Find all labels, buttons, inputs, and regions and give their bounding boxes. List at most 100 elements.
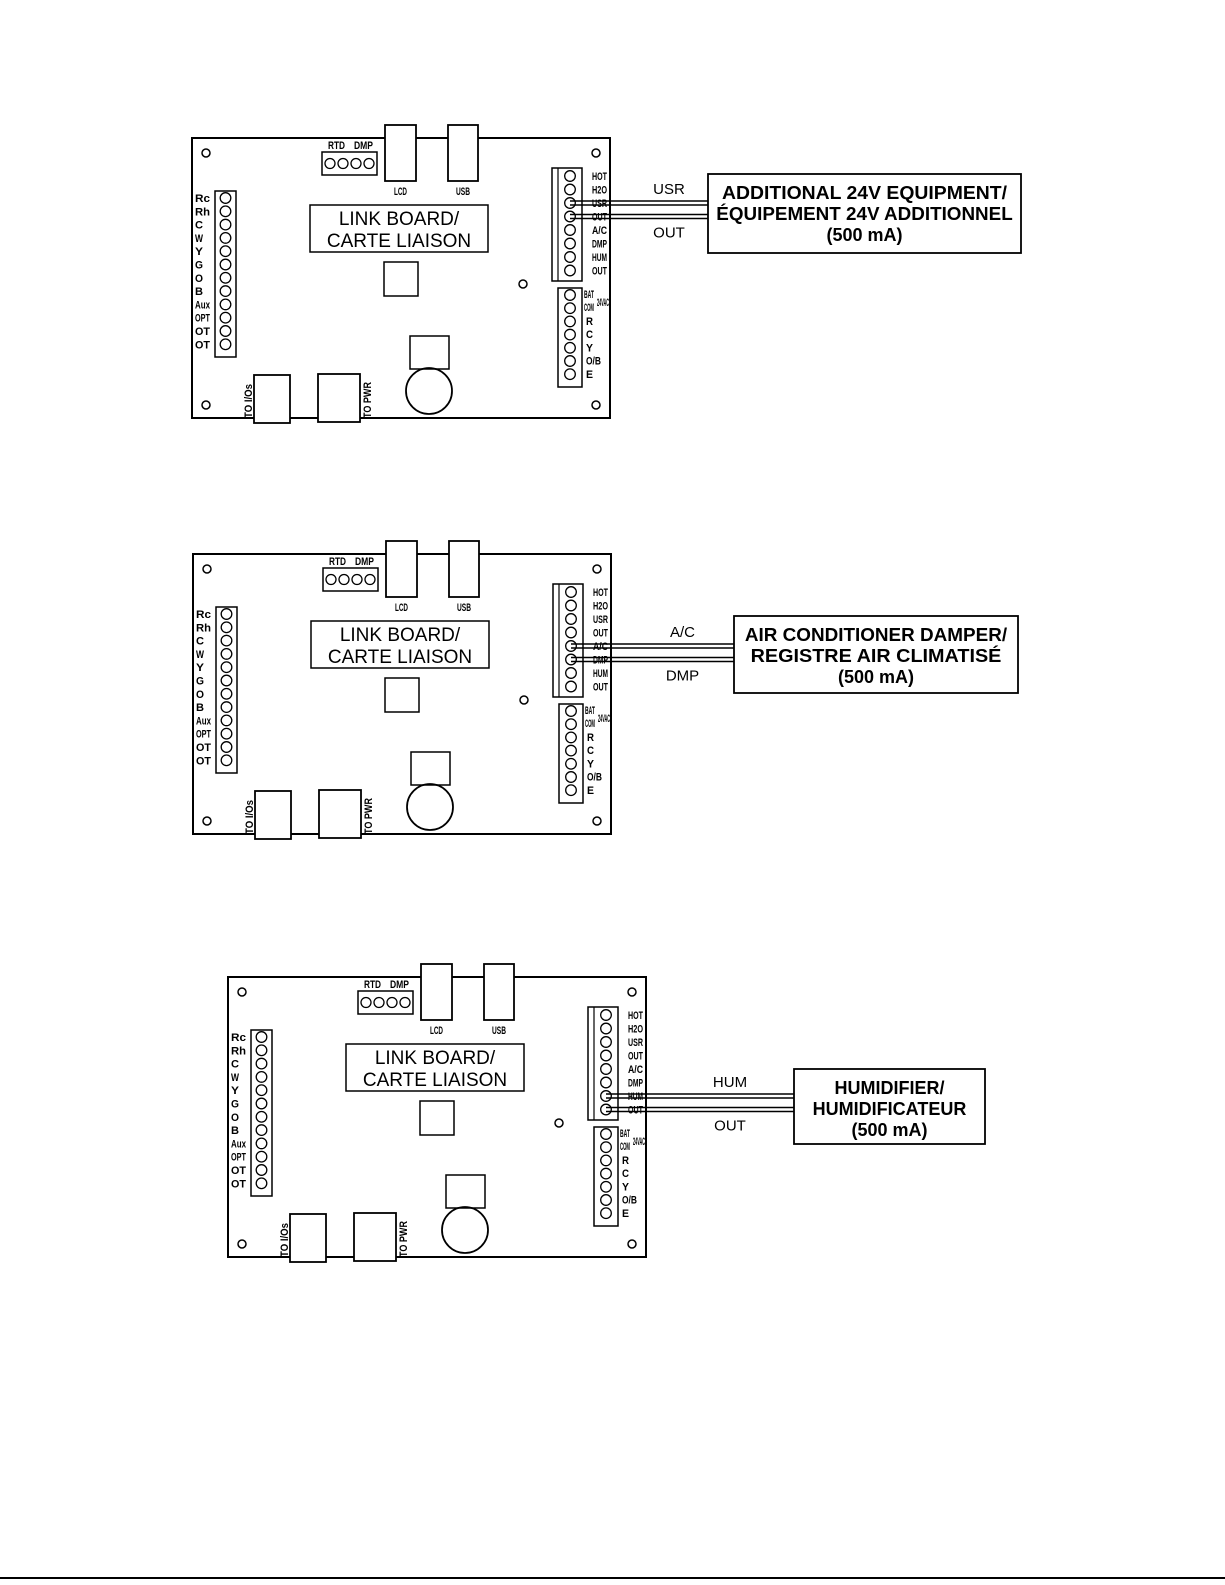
left-terminal-label: B [196,702,204,714]
rtd-dmp-connector [321,151,378,176]
device-box-3 [793,1068,986,1145]
left-terminal-label: W [231,1072,239,1084]
to-ios-label: TO I/Os [279,1223,291,1257]
right-terminal-label: A/C [628,1064,643,1076]
connector-pin [351,573,363,586]
right-lower-terminal-label: Y [622,1181,630,1193]
left-terminal-label: Aux [196,715,212,727]
dmp-header-label: DMP [354,140,373,152]
device-label-line: HUMIDIFICATEUR [813,1099,967,1119]
terminal-screw [600,1090,612,1102]
device-label-line: (500 mA) [826,225,902,245]
terminal-screw [564,170,576,182]
lcd-connector [420,963,453,1021]
board-title-line-1: LINK BOARD/ [339,209,460,230]
terminal-screw [219,285,232,298]
bat-label: BAT [584,289,594,301]
right-terminal-label: A/C [592,225,607,237]
wire-label: A/C [670,624,695,641]
terminal-screw [600,1076,612,1089]
right-lower-terminal-label: O/B [622,1195,637,1207]
lcd-connector [385,540,418,598]
terminal-screw [219,338,232,351]
vac-label: 24VAC [598,713,610,725]
right-lower-terminal-label: E [586,369,593,381]
left-terminal-label: OT [195,326,210,338]
lcd-label: LCD [395,602,408,614]
terminal-screw [565,705,577,717]
connector-pin [325,573,337,586]
terminal-screw [600,1009,612,1021]
left-terminal-label: W [195,233,203,245]
right-terminal-label: DMP [592,239,607,251]
right-lower-terminal-label: Y [586,342,594,354]
dmp-header-label: DMP [355,556,374,568]
terminal-screw [255,1057,268,1070]
right-terminal-label: OUT [628,1051,643,1063]
terminal-screw [220,727,233,740]
usb-label: USB [456,186,470,198]
chip [445,1174,486,1209]
right-lower-terminal-label: R [586,316,593,328]
terminal-screw [564,328,576,341]
terminal-screw [564,355,576,367]
right-terminal-label: DMP [593,655,608,667]
terminal-screw [220,674,233,687]
left-terminal-label: Rh [231,1045,246,1057]
terminal-screw [219,218,232,231]
vac-label: 24VAC [597,297,609,309]
terminal-screw [255,1150,268,1163]
right-lower-terminal-label: E [587,785,594,797]
board-title-line-1: LINK BOARD/ [340,625,461,646]
device-label-line: (500 mA) [851,1120,927,1140]
terminal-screw [565,784,577,797]
device-label-line: REGISTRE AIR CLIMATISÉ [751,645,1002,666]
chip [410,751,451,786]
left-terminal-label: Rh [196,622,211,634]
terminal-screw [255,1084,268,1097]
terminal-screw [564,237,576,250]
terminal-screw [219,192,232,204]
terminal-screw [600,1103,612,1116]
right-terminal-block-upper [551,167,583,282]
left-terminal-label: Rc [195,193,210,205]
terminal-screw [565,613,577,625]
board-title-line-2: CARTE LIAISON [328,647,472,668]
terminal-screw [564,264,576,277]
terminal-screw [564,315,576,328]
terminal-screw [600,1036,612,1048]
left-terminal-label: O [231,1112,239,1124]
left-terminal-label: G [196,676,204,688]
terminal-screw [600,1180,612,1193]
left-terminal-label: OPT [196,729,211,741]
terminal-screw [564,289,576,301]
left-terminal-label: Rc [196,609,211,621]
board-title-box [310,620,490,669]
wire-label: DMP [666,668,699,685]
left-terminal-label: Y [231,1085,240,1097]
terminal-screw [255,1124,268,1137]
bat-label: BAT [585,705,595,717]
right-terminal-block-lower [557,287,583,388]
right-terminal-label: HUM [592,252,607,264]
mounting-hole [237,1239,247,1249]
terminal-screw [600,1141,612,1154]
left-terminal-label: Rc [231,1032,246,1044]
rtd-label: RTD [329,556,346,568]
to-ios-label: TO I/Os [244,800,256,834]
connector-pin [373,996,385,1009]
left-terminal-label: B [195,286,203,298]
terminal-screw [600,1167,612,1180]
connector-pin [360,996,372,1009]
connector-pin [350,157,362,170]
terminal-screw [564,251,576,263]
terminal-screw [220,621,233,634]
terminal-screw [219,325,232,337]
left-terminal-block [250,1029,273,1197]
terminal-screw [220,714,233,727]
left-terminal-block [215,606,238,774]
right-lower-terminal-label: O/B [587,772,602,784]
left-terminal-label: Aux [231,1138,247,1150]
